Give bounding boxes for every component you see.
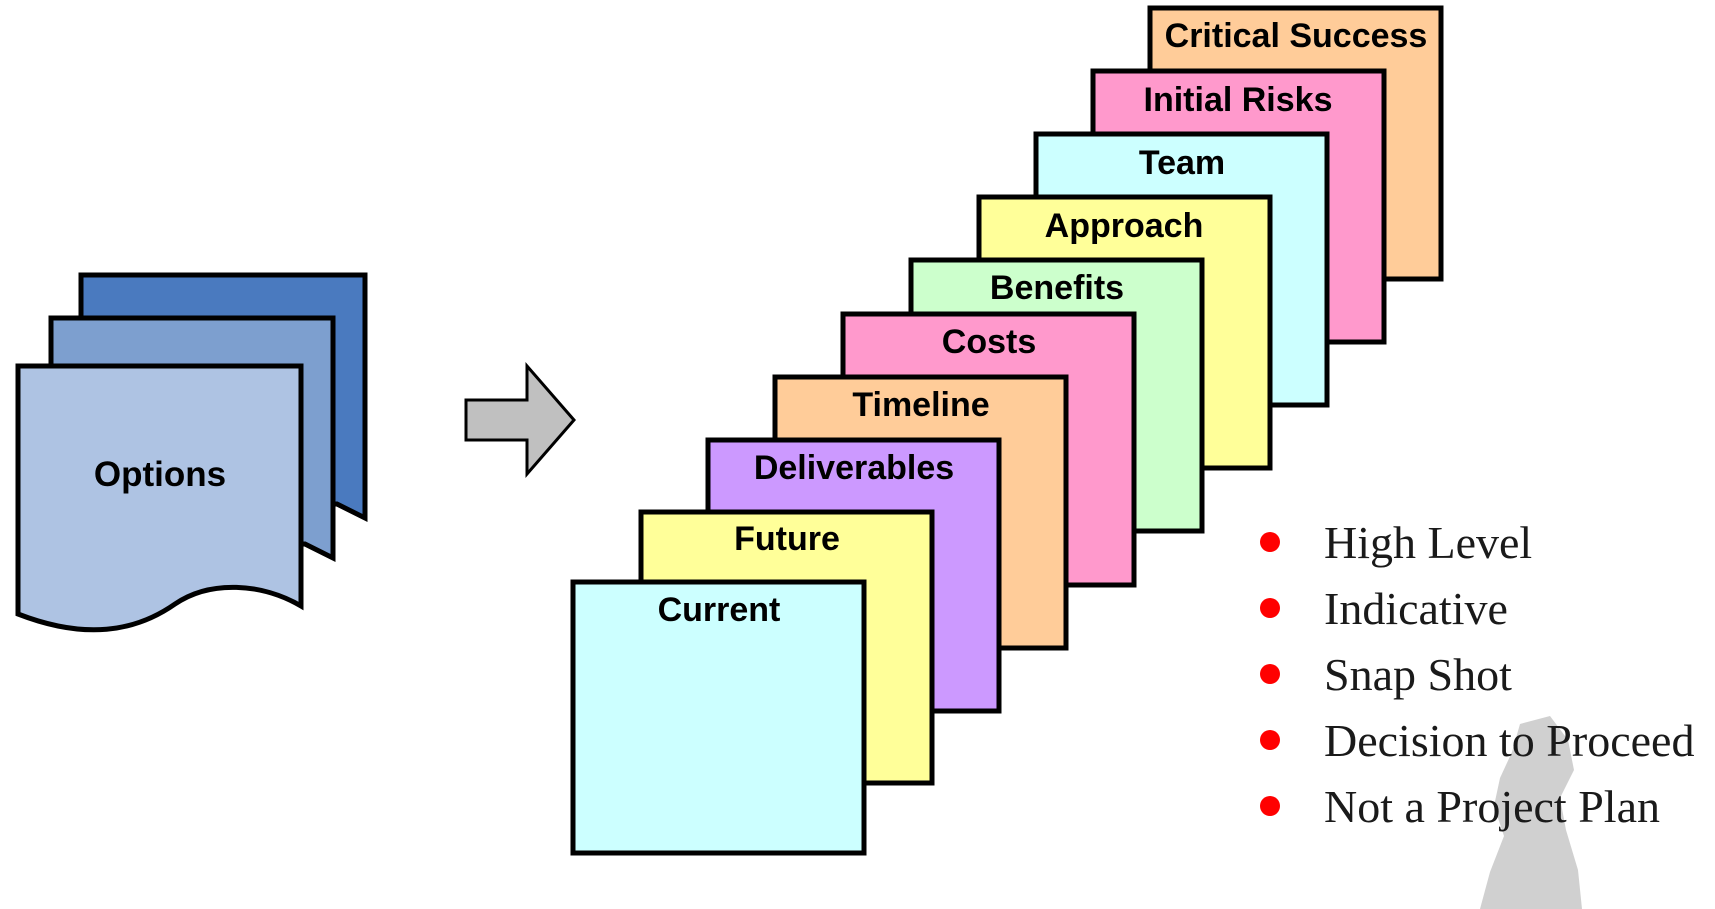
bullet-text: Indicative	[1324, 583, 1508, 634]
card-label: Future	[734, 520, 840, 558]
options-label: Options	[94, 455, 226, 494]
card-label: Deliverables	[754, 449, 954, 487]
card-label: Benefits	[990, 269, 1124, 307]
card-label: Team	[1139, 144, 1225, 182]
bullet-dot-icon	[1260, 664, 1280, 684]
document-front	[15, 363, 304, 633]
card-label: Initial Risks	[1144, 81, 1333, 119]
options-document-stack: Options	[15, 272, 368, 633]
bullet-text: Decision to Proceed	[1324, 715, 1695, 766]
bullet-item: Indicative	[1238, 581, 1708, 637]
card-label: Costs	[942, 323, 1036, 361]
bullet-dot-icon	[1260, 796, 1280, 816]
bullet-text: High Level	[1324, 517, 1533, 568]
bullet-item: Not a Project Plan	[1238, 779, 1708, 835]
card-label: Critical Success	[1165, 17, 1428, 55]
card-label: Current	[658, 591, 781, 629]
bullet-text: Snap Shot	[1324, 649, 1512, 700]
bullet-item: High Level	[1238, 515, 1708, 571]
card-stack: Critical Success Initial Risks Team Appr…	[570, 5, 1444, 856]
card-label: Approach	[1045, 207, 1204, 245]
bullet-list: High Level Indicative Snap Shot Decision…	[1238, 515, 1708, 845]
bullet-dot-icon	[1260, 730, 1280, 750]
bullet-text: Not a Project Plan	[1324, 781, 1660, 832]
card-label: Timeline	[852, 386, 989, 424]
watermark-figure	[1480, 716, 1582, 909]
bullet-item: Decision to Proceed	[1238, 713, 1708, 769]
bullet-item: Snap Shot	[1238, 647, 1708, 703]
bullet-dot-icon	[1260, 532, 1280, 552]
bullet-dot-icon	[1260, 598, 1280, 618]
right-arrow-icon	[464, 361, 576, 479]
card-current: Current	[570, 579, 867, 856]
